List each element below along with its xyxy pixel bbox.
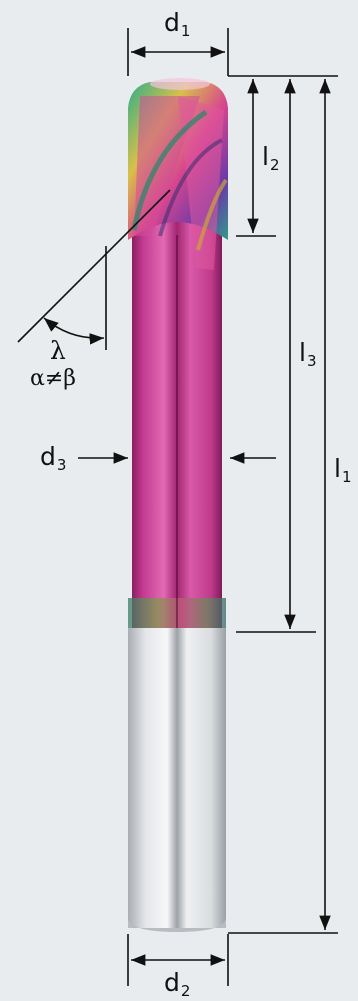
label-l3: l3 [299, 338, 317, 370]
label-d2: d2 [164, 968, 191, 1000]
label-lambda: λ [50, 336, 66, 365]
label-d1: d1 [164, 8, 191, 40]
helix-angle-construction [17, 189, 171, 350]
label-d3: d3 [40, 442, 67, 474]
coated-body [128, 212, 226, 628]
dimension-d1 [127, 28, 229, 76]
dimension-d2 [127, 934, 229, 986]
shank [128, 628, 226, 932]
fluted-head [128, 78, 228, 270]
label-helix-inequality: α≠β [30, 366, 77, 391]
dimension-l1 [228, 79, 338, 934]
label-l2: l2 [262, 142, 280, 174]
dimension-l3 [236, 79, 316, 633]
label-l1: l1 [334, 454, 352, 486]
dimension-l2 [236, 79, 276, 237]
